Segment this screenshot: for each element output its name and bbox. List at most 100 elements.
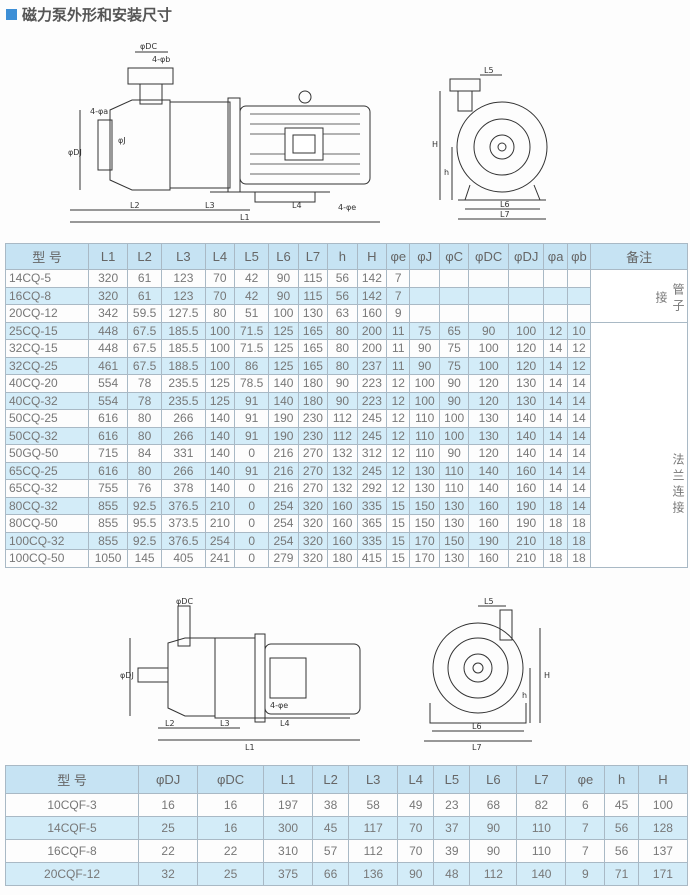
table-cell: 57: [312, 839, 350, 863]
table-cell: 235.5: [161, 374, 206, 393]
table-cell: 142: [356, 286, 388, 305]
table-cell: [409, 286, 440, 305]
table-cell: [468, 286, 509, 305]
table-cell: [543, 304, 568, 323]
table-cell: 216: [268, 461, 299, 480]
table-cell: 14: [566, 374, 592, 393]
table-cell: 71: [604, 862, 639, 886]
table-cell: 140: [507, 444, 545, 463]
table-cell: 160: [327, 496, 358, 515]
table-cell: 7: [565, 839, 606, 863]
table-cell: 127.5: [161, 304, 206, 323]
table-cell: 180: [297, 391, 329, 410]
table-cell: 100: [409, 374, 440, 393]
section-title: 磁力泵外形和安装尺寸: [6, 4, 172, 25]
column-header: h: [604, 765, 639, 794]
table-cell: 90: [409, 356, 440, 375]
table-cell: 14: [543, 356, 568, 375]
table-cell: 320: [297, 514, 329, 533]
table-cell: 90: [397, 862, 435, 886]
table-cell: 120: [507, 339, 545, 358]
label-h: h: [444, 168, 449, 177]
table-cell: 376.5: [161, 531, 206, 550]
table-cell: 245: [356, 426, 388, 445]
table-cell: 130: [468, 409, 509, 428]
title-marker-icon: [6, 9, 17, 20]
table-cell: 140: [507, 426, 545, 445]
table-cell: 0: [234, 514, 270, 533]
table-cell: 755: [88, 479, 129, 498]
table-cell: 45: [312, 816, 350, 840]
model-cell: 10CQF-3: [4, 793, 140, 817]
label-l5: L5: [484, 598, 494, 606]
table-cell: 90: [409, 339, 440, 358]
table-cell: 14: [543, 339, 568, 358]
table-cell: 6: [565, 793, 606, 817]
table-cell: 14: [566, 496, 592, 515]
table-cell: 855: [88, 531, 129, 550]
table-cell: 180: [297, 374, 329, 393]
column-header: φDJ: [507, 243, 545, 270]
table-cell: 320: [88, 269, 129, 288]
label-a: 4-φa: [90, 107, 108, 116]
table-cell: 12: [543, 321, 568, 340]
table-cell: 78.5: [234, 374, 270, 393]
table-cell: 616: [88, 409, 129, 428]
model-cell: 50CQ-25: [4, 409, 90, 428]
table-cell: 100: [204, 321, 236, 340]
table-cell: 145: [127, 549, 163, 568]
table-cell: 254: [268, 496, 299, 515]
table-cell: 165: [297, 339, 329, 358]
column-header: H: [356, 243, 388, 270]
table-cell: 71.5: [234, 321, 270, 340]
table-cell: 130: [438, 514, 470, 533]
table-cell: 616: [88, 426, 129, 445]
column-header: φb: [566, 243, 592, 270]
table-cell: 165: [297, 356, 329, 375]
table-cell: 245: [356, 461, 388, 480]
table-cell: 142: [356, 269, 388, 288]
column-header: L1: [262, 765, 314, 794]
table-cell: 223: [356, 374, 388, 393]
table-cell: 130: [409, 461, 440, 480]
table-cell: 15: [386, 531, 411, 550]
column-header: 型 号: [4, 765, 140, 794]
table-cell: 448: [88, 339, 129, 358]
table-cell: 71.5: [234, 339, 270, 358]
table-cell: 91: [234, 391, 270, 410]
table-cell: 14: [543, 479, 568, 498]
remark-cell: 管子接: [590, 269, 688, 323]
table-cell: 110: [409, 426, 440, 445]
label-h: h: [522, 691, 527, 700]
table-cell: 16: [197, 793, 264, 817]
model-cell: 50CQ-32: [4, 426, 90, 445]
table-cell: 210: [507, 549, 545, 568]
table-cell: 14: [543, 461, 568, 480]
table-cell: 75: [409, 321, 440, 340]
table-cell: 14: [543, 426, 568, 445]
table-cell: 48: [433, 862, 471, 886]
table-cell: 140: [516, 862, 567, 886]
table-cell: 61: [127, 269, 163, 288]
table-cell: [543, 269, 568, 288]
table-cell: 448: [88, 321, 129, 340]
table-cell: 132: [327, 444, 358, 463]
table-cell: 90: [268, 269, 299, 288]
table-cell: 0: [234, 531, 270, 550]
table-cell: 160: [327, 514, 358, 533]
column-header: φDC: [197, 765, 264, 794]
model-cell: 80CQ-50: [4, 514, 90, 533]
table-cell: 120: [468, 374, 509, 393]
column-header: φDJ: [138, 765, 199, 794]
table-cell: 110: [438, 479, 470, 498]
label-dc: φDC: [176, 598, 193, 606]
table-cell: 92.5: [127, 531, 163, 550]
column-header: L2: [312, 765, 350, 794]
column-header: L4: [204, 243, 236, 270]
table-cell: 188.5: [161, 356, 206, 375]
